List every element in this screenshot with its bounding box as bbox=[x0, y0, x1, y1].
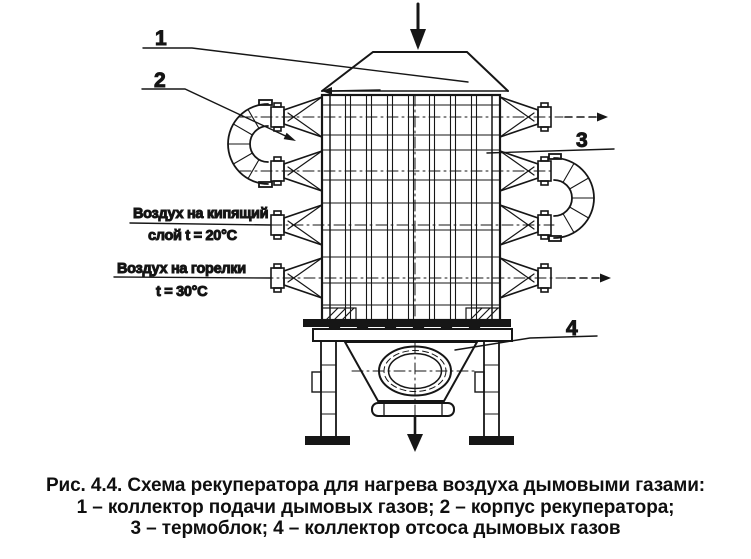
part-label-2: 2 bbox=[154, 69, 166, 92]
bottom-flange-band bbox=[303, 319, 511, 327]
tube-grid bbox=[322, 95, 500, 320]
annotation-air-fluidized-line1: Воздух на кипящий bbox=[133, 206, 268, 222]
hopper bbox=[343, 341, 479, 402]
left-u-bend-pipe bbox=[227, 99, 273, 188]
left-cone-1 bbox=[270, 95, 323, 139]
centerlines bbox=[239, 94, 567, 417]
part-label-1: 1 bbox=[155, 27, 167, 50]
flue-gas-inlet-arrow-icon bbox=[410, 2, 426, 50]
leader-part-2-arrowhead bbox=[283, 132, 296, 141]
annotation-air-burners-line2: t = 30°C bbox=[156, 284, 208, 300]
right-u-bend-pipe bbox=[548, 153, 595, 242]
leader-part-4 bbox=[454, 335, 598, 351]
left-cone-2 bbox=[270, 149, 323, 193]
left-cone-air-burners bbox=[270, 256, 323, 300]
caption-title: Рис. 4.4. Схема рекуператора для нагрева… bbox=[45, 475, 706, 496]
part-label-4: 4 bbox=[566, 317, 578, 340]
support-leg-right bbox=[469, 341, 514, 445]
leader-part-2 bbox=[141, 88, 293, 140]
gas-outlet-arrow-icon bbox=[407, 414, 423, 452]
manhole-bolt-ring bbox=[383, 350, 447, 392]
figure-caption: Рис. 4.4. Схема рекуператора для нагрева… bbox=[0, 475, 751, 540]
support-leg-left bbox=[305, 341, 350, 445]
leader-part-3 bbox=[486, 148, 615, 154]
hatch-blocks bbox=[321, 307, 501, 321]
annotation-leader-burners bbox=[113, 276, 272, 279]
annotation-air-fluidized-line2: слой t = 20°C bbox=[148, 228, 238, 244]
hot-air-out-arrow-bottom-icon bbox=[567, 273, 611, 283]
recuperator-body bbox=[320, 93, 502, 322]
recuperator-diagram: 1 2 3 4 Воздух на кипящий слой t = 20°C … bbox=[113, 2, 615, 452]
right-cone-2 bbox=[499, 149, 552, 193]
annotation-leader-fluidized bbox=[129, 222, 272, 226]
right-cone-4 bbox=[499, 256, 552, 300]
manhole-inner-ring bbox=[387, 352, 443, 390]
leader-lines bbox=[113, 47, 615, 351]
part-label-3: 3 bbox=[576, 129, 588, 152]
caption-legend-line1: 1 – коллектор подачи дымовых газов; 2 – … bbox=[76, 496, 675, 518]
hot-air-out-arrow-top-icon bbox=[564, 112, 608, 122]
support-ring bbox=[312, 328, 513, 342]
leader-part-1 bbox=[142, 47, 469, 83]
annotation-air-burners-line1: Воздух на горелки bbox=[117, 261, 246, 277]
inlet-hood bbox=[321, 51, 509, 92]
caption-legend-line2: 3 – термоблок; 4 – коллектор отсоса дымо… bbox=[130, 518, 621, 539]
right-cone-3 bbox=[499, 203, 552, 247]
manhole-outer-ring bbox=[378, 345, 452, 397]
outlet-collector bbox=[303, 307, 513, 417]
hood-bottom-left-arrow-icon bbox=[322, 87, 381, 95]
outlet-pipe-flange bbox=[371, 402, 455, 417]
right-cone-1 bbox=[499, 95, 552, 139]
